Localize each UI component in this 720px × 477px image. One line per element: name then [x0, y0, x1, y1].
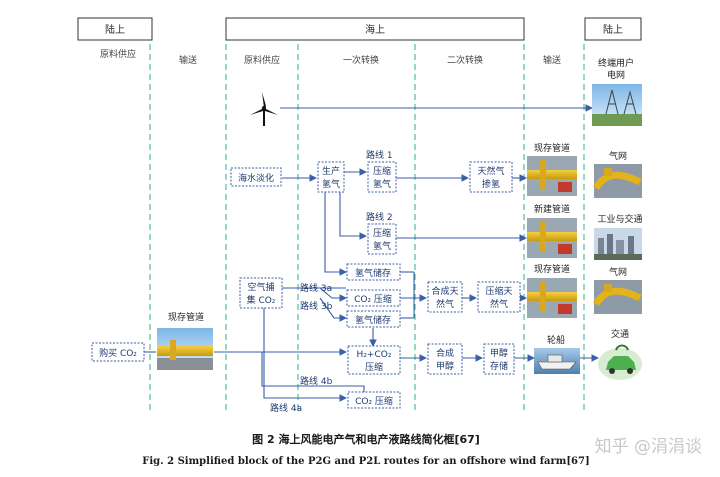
- node-route1-compress-box: [367, 161, 397, 193]
- img-existing-pipeline-2-label: 现存管道: [534, 263, 570, 275]
- img-end-user-label-line2: 电网: [607, 69, 625, 81]
- node-co2-compress: CO₂ 压缩: [354, 293, 392, 305]
- col-raw-supply-sea: 原料供应: [244, 54, 280, 66]
- node-h2-storage-bottom-box: [346, 310, 401, 328]
- node-h2-production-box: [317, 161, 345, 193]
- header-bars: 陆上 海上 陆上: [77, 17, 642, 41]
- flow-arrows: [144, 104, 600, 402]
- land-right-label: 陆上: [603, 23, 623, 36]
- node-co2-compress-bottom: CO₂ 压缩: [355, 395, 393, 407]
- node-air-capture-box: [239, 277, 283, 309]
- node-methanol-storage-box: [483, 343, 515, 375]
- node-route1-compress-line1: 压缩: [373, 165, 391, 177]
- col-transport-left: 输送: [179, 54, 197, 66]
- node-synth-methanol-box: [427, 343, 463, 375]
- route-2-label: 路线 2: [366, 211, 393, 223]
- node-h2-co2-compress-line1: H₂+CO₂: [357, 350, 392, 360]
- nodes: 海水淡化 生产 氢气 路线 1 压缩 氢气 天然气 掺氢 路线 2 压缩 氢气 …: [91, 149, 521, 414]
- column-headings: 原料供应 输送 原料供应 一次转换 二次转换 输送: [100, 48, 561, 66]
- node-natural-gas-blend-line1: 天然气: [477, 165, 504, 177]
- node-compress-ng-line2: 然气: [490, 298, 508, 310]
- new-pipeline-image: [527, 218, 577, 258]
- node-synth-methanol-line2: 甲醇: [436, 360, 454, 372]
- col-primary-conversion: 一次转换: [343, 54, 379, 66]
- pipeline-left-image: [157, 328, 213, 370]
- img-industry-transport-label: 工业与交通: [597, 213, 642, 225]
- img-transport-label: 交通: [611, 328, 629, 340]
- route-1-label: 路线 1: [366, 149, 393, 161]
- pipeline-2-image: [527, 278, 577, 318]
- node-route1-compress-line2: 氢气: [373, 178, 391, 190]
- column-dividers: [149, 44, 585, 412]
- wind-turbine-icon: [250, 92, 278, 126]
- node-h2-storage-top-box: [346, 263, 401, 281]
- node-route2-compress-line2: 氢气: [373, 240, 391, 252]
- node-h2-co2-compress-line2: 压缩: [365, 361, 383, 373]
- node-h2-storage-bottom: 氢气储存: [355, 314, 391, 326]
- gas-grid-1-image: [593, 164, 642, 198]
- node-natural-gas-blend-box: [469, 161, 513, 193]
- caption-cn: 图 2 海上风能电产气和电产液路线简化框[67]: [252, 432, 480, 446]
- node-compress-ng-line1: 压缩天: [485, 285, 512, 297]
- node-buy-co2: 购买 CO₂: [99, 347, 137, 359]
- power-grid-image: [592, 84, 642, 126]
- img-existing-pipeline-1-label: 现存管道: [534, 142, 570, 154]
- watermark: 知乎 @涓涓谈: [595, 437, 702, 457]
- node-methanol-storage-line1: 甲醇: [490, 347, 508, 359]
- node-route2-compress-box: [367, 223, 397, 255]
- sea-box: [225, 17, 525, 41]
- land-right-box: [584, 17, 642, 41]
- col-raw-supply-left: 原料供应: [100, 48, 136, 60]
- node-natural-gas-blend-line2: 掺氢: [482, 178, 500, 190]
- image-tiles: 现存管道 终端用户 电网 现存管道 气网: [157, 57, 643, 380]
- route-4b-label: 路线 4b: [300, 375, 333, 387]
- node-h2-storage-top: 氢气储存: [355, 267, 391, 279]
- node-synth-ng-box: [427, 281, 463, 313]
- img-existing-pipeline-left-label: 现存管道: [168, 311, 204, 323]
- gas-grid-2-image: [593, 280, 642, 314]
- node-synth-methanol-line1: 合成: [436, 347, 454, 359]
- node-h2-co2-compress-box: [347, 345, 401, 375]
- caption-en: Fig. 2 Simplified block of the P2G and P…: [142, 456, 589, 467]
- node-h2-production-line2: 氢气: [322, 178, 340, 190]
- pipeline-1-image: [527, 156, 577, 196]
- node-air-capture-line2: 集 CO₂: [247, 294, 276, 306]
- node-h2-production-line1: 生产: [322, 165, 340, 177]
- img-new-pipeline-label: 新建管道: [534, 203, 570, 215]
- node-desalination: 海水淡化: [238, 172, 274, 184]
- img-gas-grid-1-label: 气网: [609, 150, 627, 162]
- ship-image: [534, 348, 580, 374]
- node-air-capture-line1: 空气捕: [247, 281, 274, 293]
- route-3b-label: 路线 3b: [300, 300, 333, 312]
- node-synth-ng-line1: 合成天: [431, 285, 458, 297]
- sea-label: 海上: [365, 23, 385, 36]
- route-3a-label: 路线 3a: [300, 282, 332, 294]
- img-gas-grid-2-label: 气网: [609, 266, 627, 278]
- land-left-box: [77, 17, 153, 41]
- col-transport-right: 输送: [543, 54, 561, 66]
- transport-image: [598, 344, 642, 380]
- figure-caption: 图 2 海上风能电产气和电产液路线简化框[67] Fig. 2 Simplifi…: [142, 432, 589, 467]
- node-methanol-storage-line2: 存储: [490, 360, 508, 372]
- img-end-user-label-line1: 终端用户: [598, 57, 634, 69]
- node-co2-compress-bottom-box: [347, 391, 401, 409]
- node-desalination-box: [230, 167, 282, 187]
- img-ship-label: 轮船: [547, 334, 565, 346]
- industry-transport-image: [594, 228, 642, 260]
- node-route2-compress-line1: 压缩: [373, 227, 391, 239]
- land-left-label: 陆上: [105, 23, 125, 36]
- route-4a-label: 路线 4a: [270, 402, 302, 414]
- node-co2-compress-box: [346, 289, 401, 307]
- col-secondary-conversion: 二次转换: [447, 54, 483, 66]
- node-buy-co2-box: [91, 342, 145, 362]
- node-compress-ng-box: [477, 281, 521, 313]
- node-synth-ng-line2: 然气: [436, 298, 454, 310]
